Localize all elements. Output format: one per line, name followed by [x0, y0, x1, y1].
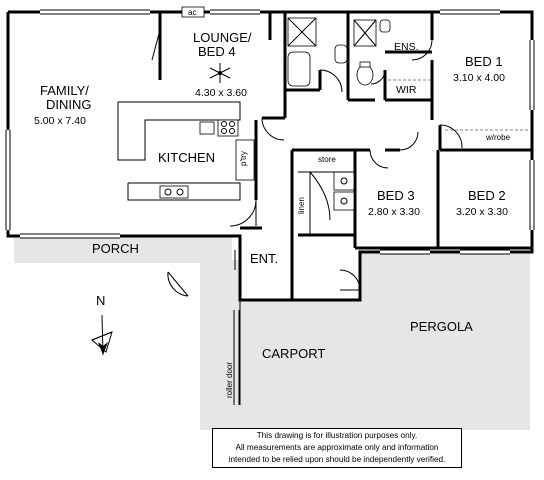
entry-name: ENT.	[250, 251, 278, 266]
laundry-fixtures	[298, 171, 355, 235]
bathroom-fixtures	[287, 17, 530, 131]
pergola-name: PERGOLA	[410, 319, 473, 334]
family-size: 5.00 x 7.40	[34, 115, 86, 127]
bed3-size: 2.80 x 3.30	[368, 206, 420, 218]
family-name-line1: FAMILY/	[40, 83, 89, 98]
north-arrow-icon: N	[91, 293, 113, 356]
kitchen-benches	[117, 101, 255, 201]
bed2-size: 3.20 x 3.30	[456, 206, 508, 218]
roller-door	[233, 310, 240, 405]
bed1-size: 3.10 x 4.00	[453, 72, 505, 84]
lounge-size: 4.30 x 3.60	[195, 87, 247, 99]
family-name-line2: DINING	[46, 97, 92, 112]
room-labels: FAMILY/ DINING 5.00 x 7.40 LOUNGE/ BED 4…	[34, 30, 511, 398]
porch-name: PORCH	[92, 241, 139, 256]
disclaimer-line1: This drawing is for illustration purpose…	[256, 431, 418, 440]
carport-name: CARPORT	[262, 346, 325, 361]
disclaimer-line3: intended to be relied upon should be ind…	[228, 455, 446, 464]
bed1-name: BED 1	[465, 54, 503, 69]
pantry-label: p'try	[239, 151, 248, 166]
linen-label: linen	[297, 197, 306, 214]
ceiling-fan-icon	[209, 63, 231, 83]
kitchen-name: KITCHEN	[158, 150, 215, 165]
ac-unit: ac	[181, 6, 205, 18]
windows	[5, 9, 535, 255]
ac-label: ac	[188, 8, 196, 17]
wrobe-label: w/robe	[485, 133, 511, 142]
north-label: N	[96, 293, 105, 308]
bed2-name: BED 2	[468, 188, 506, 203]
disclaimer-box: This drawing is for illustration purpose…	[212, 428, 462, 468]
roller-door-label: roller door	[225, 362, 234, 398]
lounge-name-line2: BED 4	[198, 44, 236, 59]
disclaimer-line2: All measurements are approximate only an…	[235, 443, 439, 452]
wir-name: WIR	[396, 84, 417, 96]
store-label: store	[318, 155, 336, 164]
lounge-name-line1: LOUNGE/	[193, 30, 252, 45]
bed3-name: BED 3	[377, 188, 415, 203]
ensuite-name: ENS.	[394, 41, 419, 53]
door-swings	[167, 39, 463, 297]
interior-walls	[151, 12, 532, 300]
